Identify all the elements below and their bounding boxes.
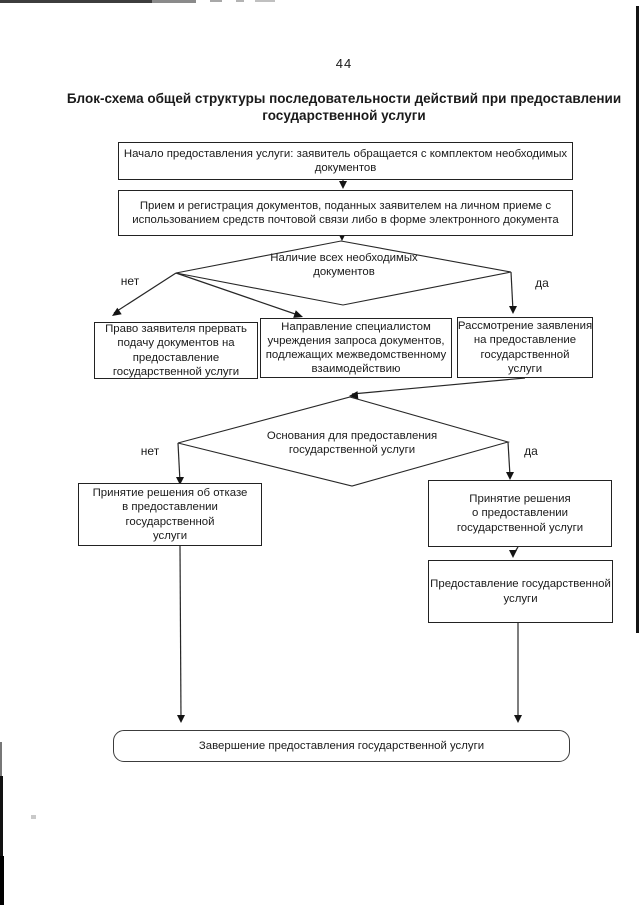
review-box-text: услуги [507, 362, 543, 375]
page-title: Блок-схема общей структуры последователь… [24, 91, 640, 124]
interrupt-box-text: подачу документов на [117, 337, 235, 350]
interrupt-box: Право заявителя прервать подачу документ… [94, 322, 258, 379]
end-terminator-text: Завершение предоставления государственно… [198, 739, 485, 752]
grant-box-text: о предоставлении [472, 507, 568, 520]
review-box-text: Рассмотрение заявления [457, 320, 593, 333]
connector-grant-provide [512, 546, 519, 556]
connector-decision1-review [510, 271, 514, 312]
arrowhead [509, 306, 517, 314]
provide-box-text: услуги [503, 592, 538, 605]
interrupt-box-text: государственной услуги [112, 365, 240, 378]
scan-artifact [210, 0, 222, 2]
provide-box: Предоставление государственной услуги [428, 560, 613, 623]
arrowhead [339, 181, 347, 189]
decision-documents-yes-label: да [535, 276, 549, 290]
refuse-box: Принятие решения об отказе в предоставле… [78, 483, 262, 546]
page-number: 44 [335, 56, 353, 71]
connector-decision2-refuse [177, 442, 181, 483]
grant-box: Принятие решения о предоставлении госуда… [428, 480, 612, 547]
request-box-text: взаимодействию [311, 363, 401, 376]
arrowhead [349, 391, 359, 400]
interrupt-box-text: Право заявителя прервать [105, 323, 247, 336]
arrowhead [293, 310, 303, 318]
scan-artifact [0, 776, 3, 905]
refuse-box-text: государственной [125, 515, 215, 528]
decision-grounds-no-label: нет [140, 444, 160, 458]
connector-review-decision2 [351, 377, 526, 395]
start-box-text: документов [314, 162, 377, 174]
connector-refuse-end [179, 545, 182, 721]
request-box-text: Направление специалистом [281, 320, 431, 333]
decision-grounds-text: Основания для предоставления государстве… [267, 429, 437, 457]
decision-grounds-line: Основания для предоставления [266, 430, 438, 442]
connector-decision2-grant [507, 441, 511, 477]
refuse-box-text: Принятие решения об отказе [92, 487, 248, 500]
reception-box-text: использованием средств почтовой связи ли… [132, 214, 559, 226]
reception-box-text: Прием и регистрация документов, поданных… [139, 199, 552, 212]
review-box-text: на предоставление [473, 334, 577, 347]
grant-box-text: государственной услуги [456, 521, 584, 534]
decision-grounds-line: государственной услуги [288, 444, 416, 457]
decision-documents-line: документов [313, 266, 375, 279]
scan-artifact [0, 742, 2, 776]
start-box-text: Начало предоставления услуги: заявитель … [123, 147, 568, 160]
decision-documents-text: Наличие всех необходимых документов [270, 251, 417, 279]
scan-artifact [255, 0, 275, 2]
request-box-text: учреждения запроса документов, [267, 334, 445, 347]
arrowhead [509, 550, 517, 558]
page-title-line: Блок-схема общей структуры последователь… [66, 91, 622, 106]
refuse-box-text: услуги [152, 529, 188, 542]
start-box: Начало предоставления услуги: заявитель … [118, 142, 573, 180]
review-box-text: государственной [480, 348, 570, 361]
review-box: Рассмотрение заявления на предоставление… [457, 317, 593, 378]
decision-documents-line: Наличие всех необходимых [270, 252, 418, 264]
end-terminator: Завершение предоставления государственно… [113, 730, 570, 762]
scan-artifact [152, 0, 196, 3]
refuse-box-text: в предоставлении [122, 501, 218, 514]
page-title-line: государственной услуги [262, 107, 426, 123]
reception-box: Прием и регистрация документов, поданных… [118, 190, 573, 236]
request-box-text: подлежащих межведомственному [265, 349, 447, 361]
scan-artifact [0, 856, 4, 905]
arrowhead [506, 472, 514, 480]
grant-box-text: Принятие решения [469, 493, 571, 506]
scan-artifact [31, 815, 36, 819]
decision-documents-no-label: нет [120, 274, 140, 288]
scan-artifact [0, 0, 152, 3]
arrowhead [514, 715, 522, 723]
provide-box-text: Предоставление государственной [430, 578, 611, 591]
interrupt-box-text: предоставление [132, 351, 220, 364]
arrowhead [177, 715, 185, 723]
decision-grounds-yes-label: да [524, 444, 538, 458]
scan-artifact [236, 0, 244, 2]
scan-artifact [636, 6, 639, 633]
request-box: Направление специалистом учреждения запр… [260, 318, 452, 378]
arrowhead [112, 307, 122, 316]
